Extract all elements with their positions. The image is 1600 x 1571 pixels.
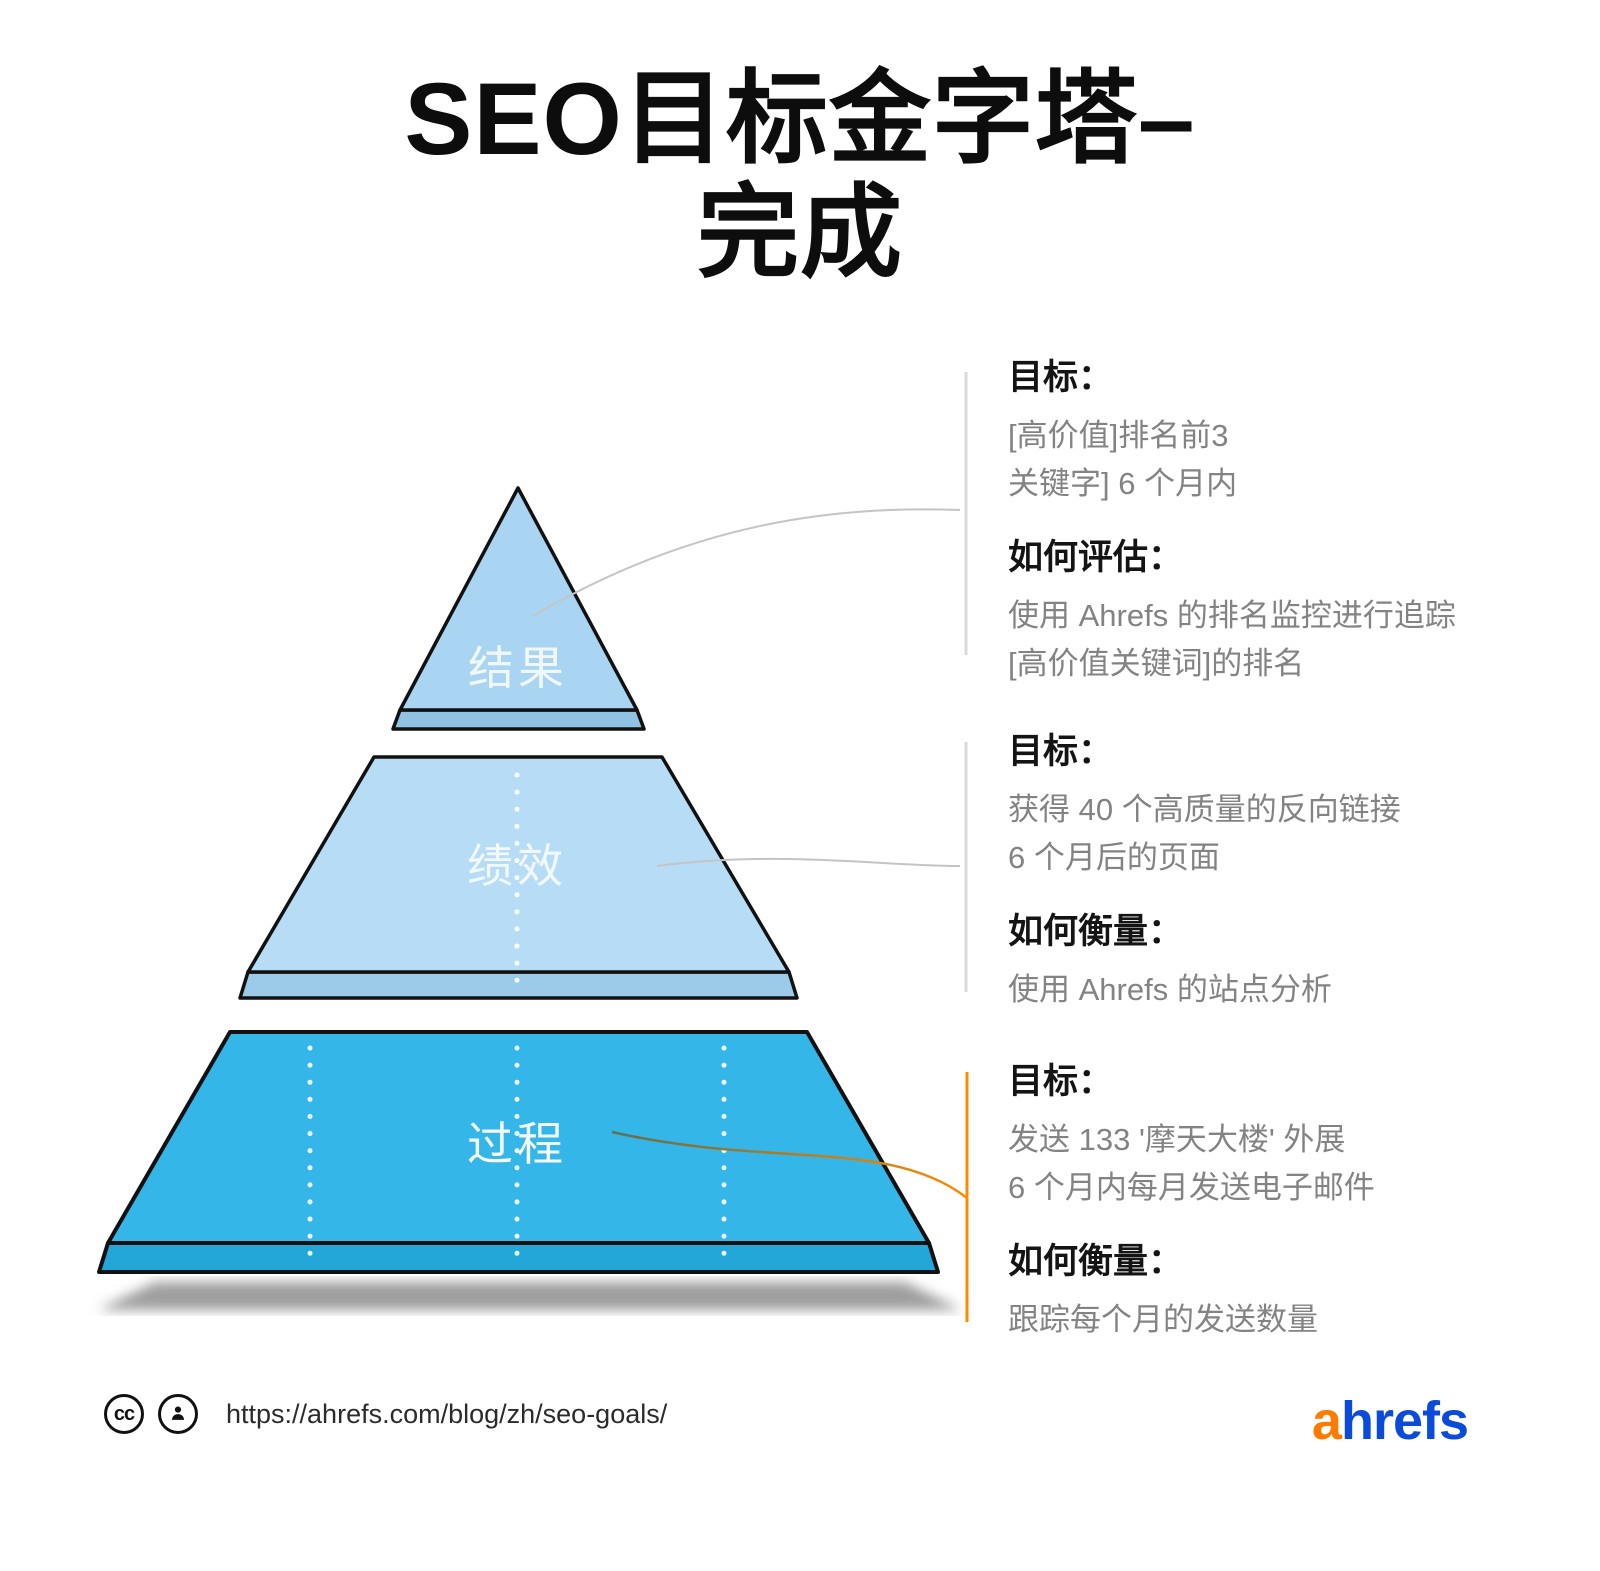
- tier-results-edge: [391, 708, 646, 731]
- goal-text-line: 关键字] 6 个月内: [1008, 465, 1238, 501]
- cc-icon-label: cc: [113, 1403, 135, 1425]
- goal-text-line: 发送 133 '摩天大楼' 外展: [1008, 1121, 1346, 1157]
- tier-results-shape: [398, 486, 639, 712]
- page-title-line1: SEO目标金字塔–: [404, 62, 1196, 176]
- dotted-dividers: [307, 772, 727, 1265]
- connector-results: [532, 508, 961, 617]
- ahrefs-logo-a: a: [1311, 1391, 1342, 1451]
- measure-heading: 如何衡量：: [1008, 1241, 1184, 1281]
- goal-text-line: 6 个月后的页面: [1008, 839, 1220, 875]
- source-url: https://ahrefs.com/blog/zh/seo-goals/: [226, 1398, 668, 1429]
- creative-commons-icon: cc: [104, 1394, 144, 1434]
- connector-performance: [656, 857, 961, 867]
- goal-text-line: 6 个月内每月发送电子邮件: [1008, 1169, 1375, 1205]
- pyramid-shadow: [98, 1282, 962, 1310]
- goal-text-line: 获得 40 个高质量的反向链接: [1008, 791, 1401, 827]
- annotation-process: 目标： 发送 133 '摩天大楼' 外展 6 个月内每月发送电子邮件 如何衡量：…: [1008, 1060, 1488, 1342]
- measure-text-line: 使用 Ahrefs 的站点分析: [1008, 971, 1332, 1007]
- page-title: SEO目标金字塔– 完成: [0, 62, 1600, 290]
- goal-heading: 目标：: [1008, 358, 1114, 397]
- measure-text-line: 跟踪每个月的发送数量: [1008, 1301, 1318, 1337]
- measure-text-line: [高价值关键词]的排名: [1008, 645, 1305, 681]
- footer: cc https://ahrefs.com/blog/zh/seo-goals/: [104, 1394, 667, 1434]
- measure-text-line: 使用 Ahrefs 的排名监控进行追踪: [1008, 597, 1456, 633]
- tier-process-edge: [97, 1241, 940, 1274]
- goal-heading: 目标：: [1008, 1062, 1114, 1101]
- measure-heading: 如何衡量：: [1008, 911, 1184, 951]
- tier-performance-edge: [238, 970, 799, 1000]
- page-title-line2: 完成: [697, 176, 903, 291]
- attribution-person-icon: [158, 1394, 198, 1434]
- measure-heading: 如何评估：: [1008, 537, 1184, 577]
- connector-process: [611, 1130, 968, 1199]
- tier-label-performance: 绩效: [467, 840, 567, 892]
- annotation-results: 目标： [高价值]排名前3 关键字] 6 个月内 如何评估： 使用 Ahrefs…: [1008, 356, 1488, 686]
- annotation-performance: 目标： 获得 40 个高质量的反向链接 6 个月后的页面 如何衡量： 使用 Ah…: [1008, 730, 1488, 1012]
- tier-label-results: 结果: [468, 642, 568, 694]
- person-glyph: [171, 1406, 185, 1420]
- ahrefs-logo: ahrefs: [1311, 1390, 1469, 1452]
- tier-performance-shape: [246, 755, 791, 974]
- goal-text-line: [高价值]排名前3: [1008, 417, 1229, 453]
- goal-heading: 目标：: [1008, 732, 1114, 771]
- tier-label-process: 过程: [467, 1118, 567, 1170]
- ahrefs-logo-wordmark: hrefs: [1340, 1391, 1469, 1451]
